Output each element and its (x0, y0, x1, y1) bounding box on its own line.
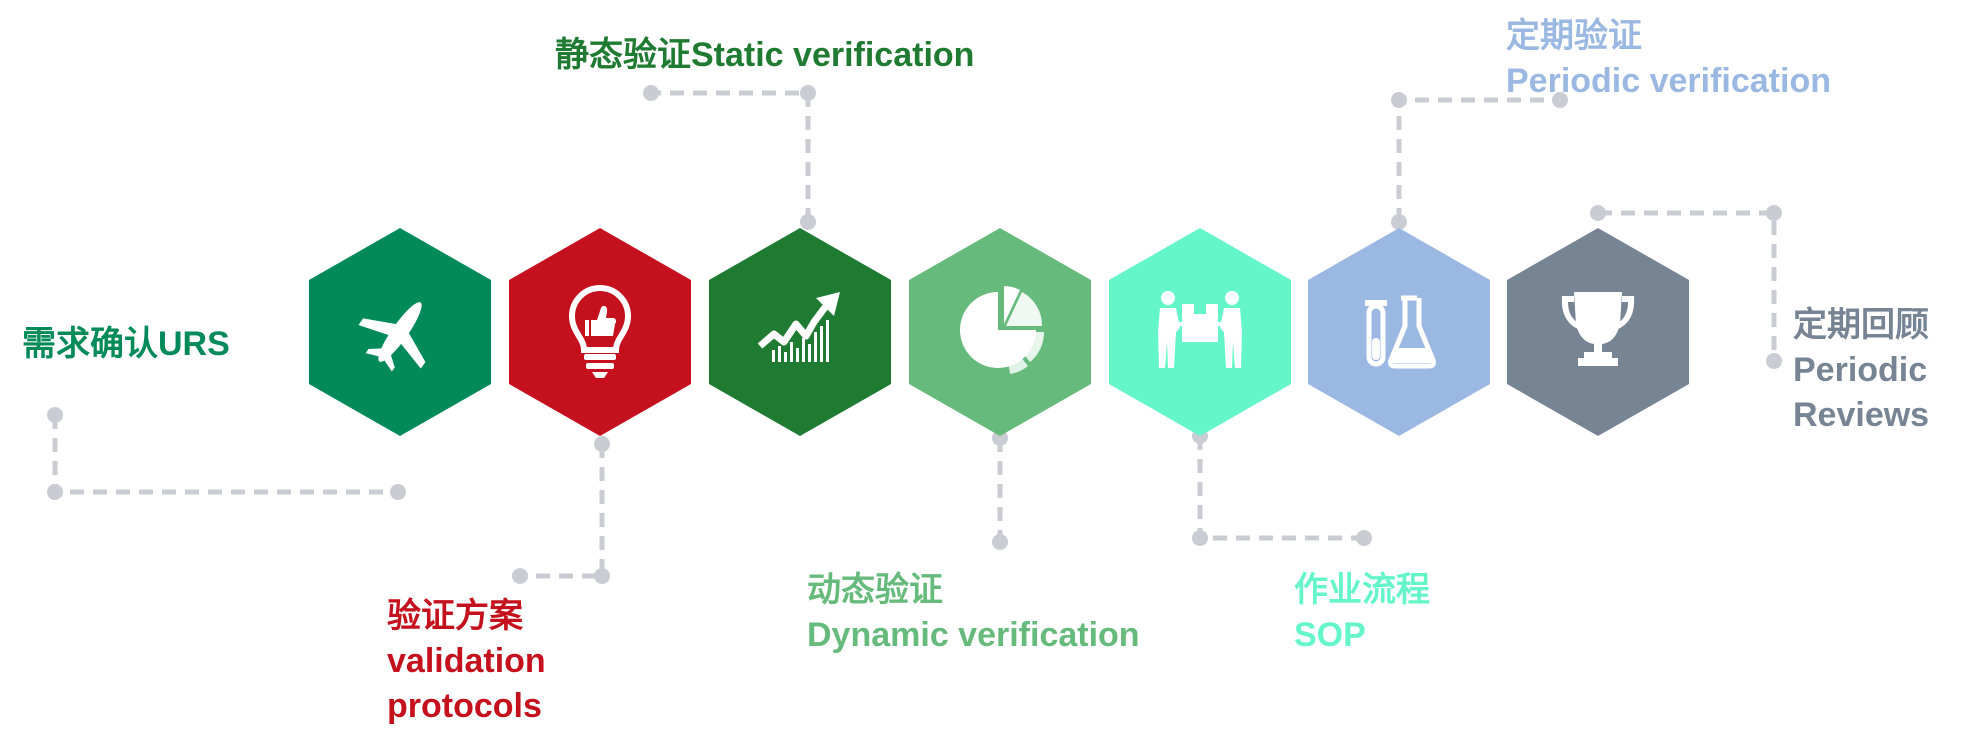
label-sop-line-1: 作业流程 (1294, 571, 1430, 609)
lightbulb-thumbs-up-icon (568, 285, 632, 378)
label-periodic-reviews-line-3: Reviews (1793, 396, 1930, 434)
hexagon-periodic-verification (1308, 228, 1490, 436)
trophy-icon (1561, 292, 1635, 366)
connector-dot (1391, 92, 1407, 108)
label-periodic-verification-line-2: Periodic verification (1506, 62, 1831, 100)
label-validation-protocols-line-2: validation (387, 642, 546, 680)
connector-dot (390, 484, 406, 500)
label-static-verification-line-1: 静态验证Static verification (555, 36, 975, 74)
connector-urs (52, 415, 398, 495)
workers-carrying-box-icon (1158, 291, 1242, 368)
connector-dot (992, 430, 1008, 446)
label-validation-protocols-line-3: protocols (387, 687, 542, 725)
connector-dot (512, 568, 528, 584)
connector-periodic-verification (1396, 97, 1560, 222)
label-static-verification: 静态验证Static verification (555, 33, 974, 78)
connector-dot (47, 484, 63, 500)
connector-dot (1766, 205, 1782, 221)
connector-dot (1356, 530, 1372, 546)
growth-chart-icon (757, 292, 840, 362)
connector-dot (594, 436, 610, 452)
label-dynamic-verification: 动态验证 Dynamic verification (807, 568, 1140, 658)
connector-periodic-reviews (1598, 210, 1777, 361)
connector-static (651, 90, 811, 222)
label-urs: 需求确认URS (22, 322, 230, 367)
label-periodic-verification: 定期验证 Periodic verification (1506, 14, 1831, 104)
airplane-icon (358, 302, 426, 372)
label-sop-line-2: SOP (1294, 616, 1366, 654)
connector-dot (594, 568, 610, 584)
connector-dot (1590, 205, 1606, 221)
pie-chart-icon (960, 286, 1045, 374)
label-urs-line-1: 需求确认URS (22, 325, 230, 363)
connector-sop (1197, 436, 1364, 541)
connector-dot (992, 534, 1008, 550)
label-periodic-verification-line-1: 定期验证 (1506, 17, 1642, 55)
connector-dot (800, 214, 816, 230)
connector-dot (800, 85, 816, 101)
connector-dot (47, 407, 63, 423)
label-dynamic-verification-line-1: 动态验证 (807, 571, 943, 609)
lab-flask-icon (1365, 295, 1436, 369)
label-sop: 作业流程 SOP (1294, 568, 1430, 658)
connector-dot (1192, 530, 1208, 546)
label-periodic-reviews-line-2: Periodic (1793, 351, 1928, 389)
connector-validation-protocols (520, 444, 605, 579)
label-periodic-reviews-line-1: 定期回顾 (1793, 306, 1929, 344)
label-periodic-reviews: 定期回顾 Periodic Reviews (1793, 303, 1929, 438)
label-validation-protocols: 验证方案 validation protocols (387, 594, 546, 729)
connector-dot (1766, 353, 1782, 369)
connector-dot (1552, 92, 1568, 108)
label-validation-protocols-line-1: 验证方案 (387, 597, 523, 635)
label-dynamic-verification-line-2: Dynamic verification (807, 616, 1140, 654)
connector-dot (1391, 214, 1407, 230)
connector-dot (643, 85, 659, 101)
